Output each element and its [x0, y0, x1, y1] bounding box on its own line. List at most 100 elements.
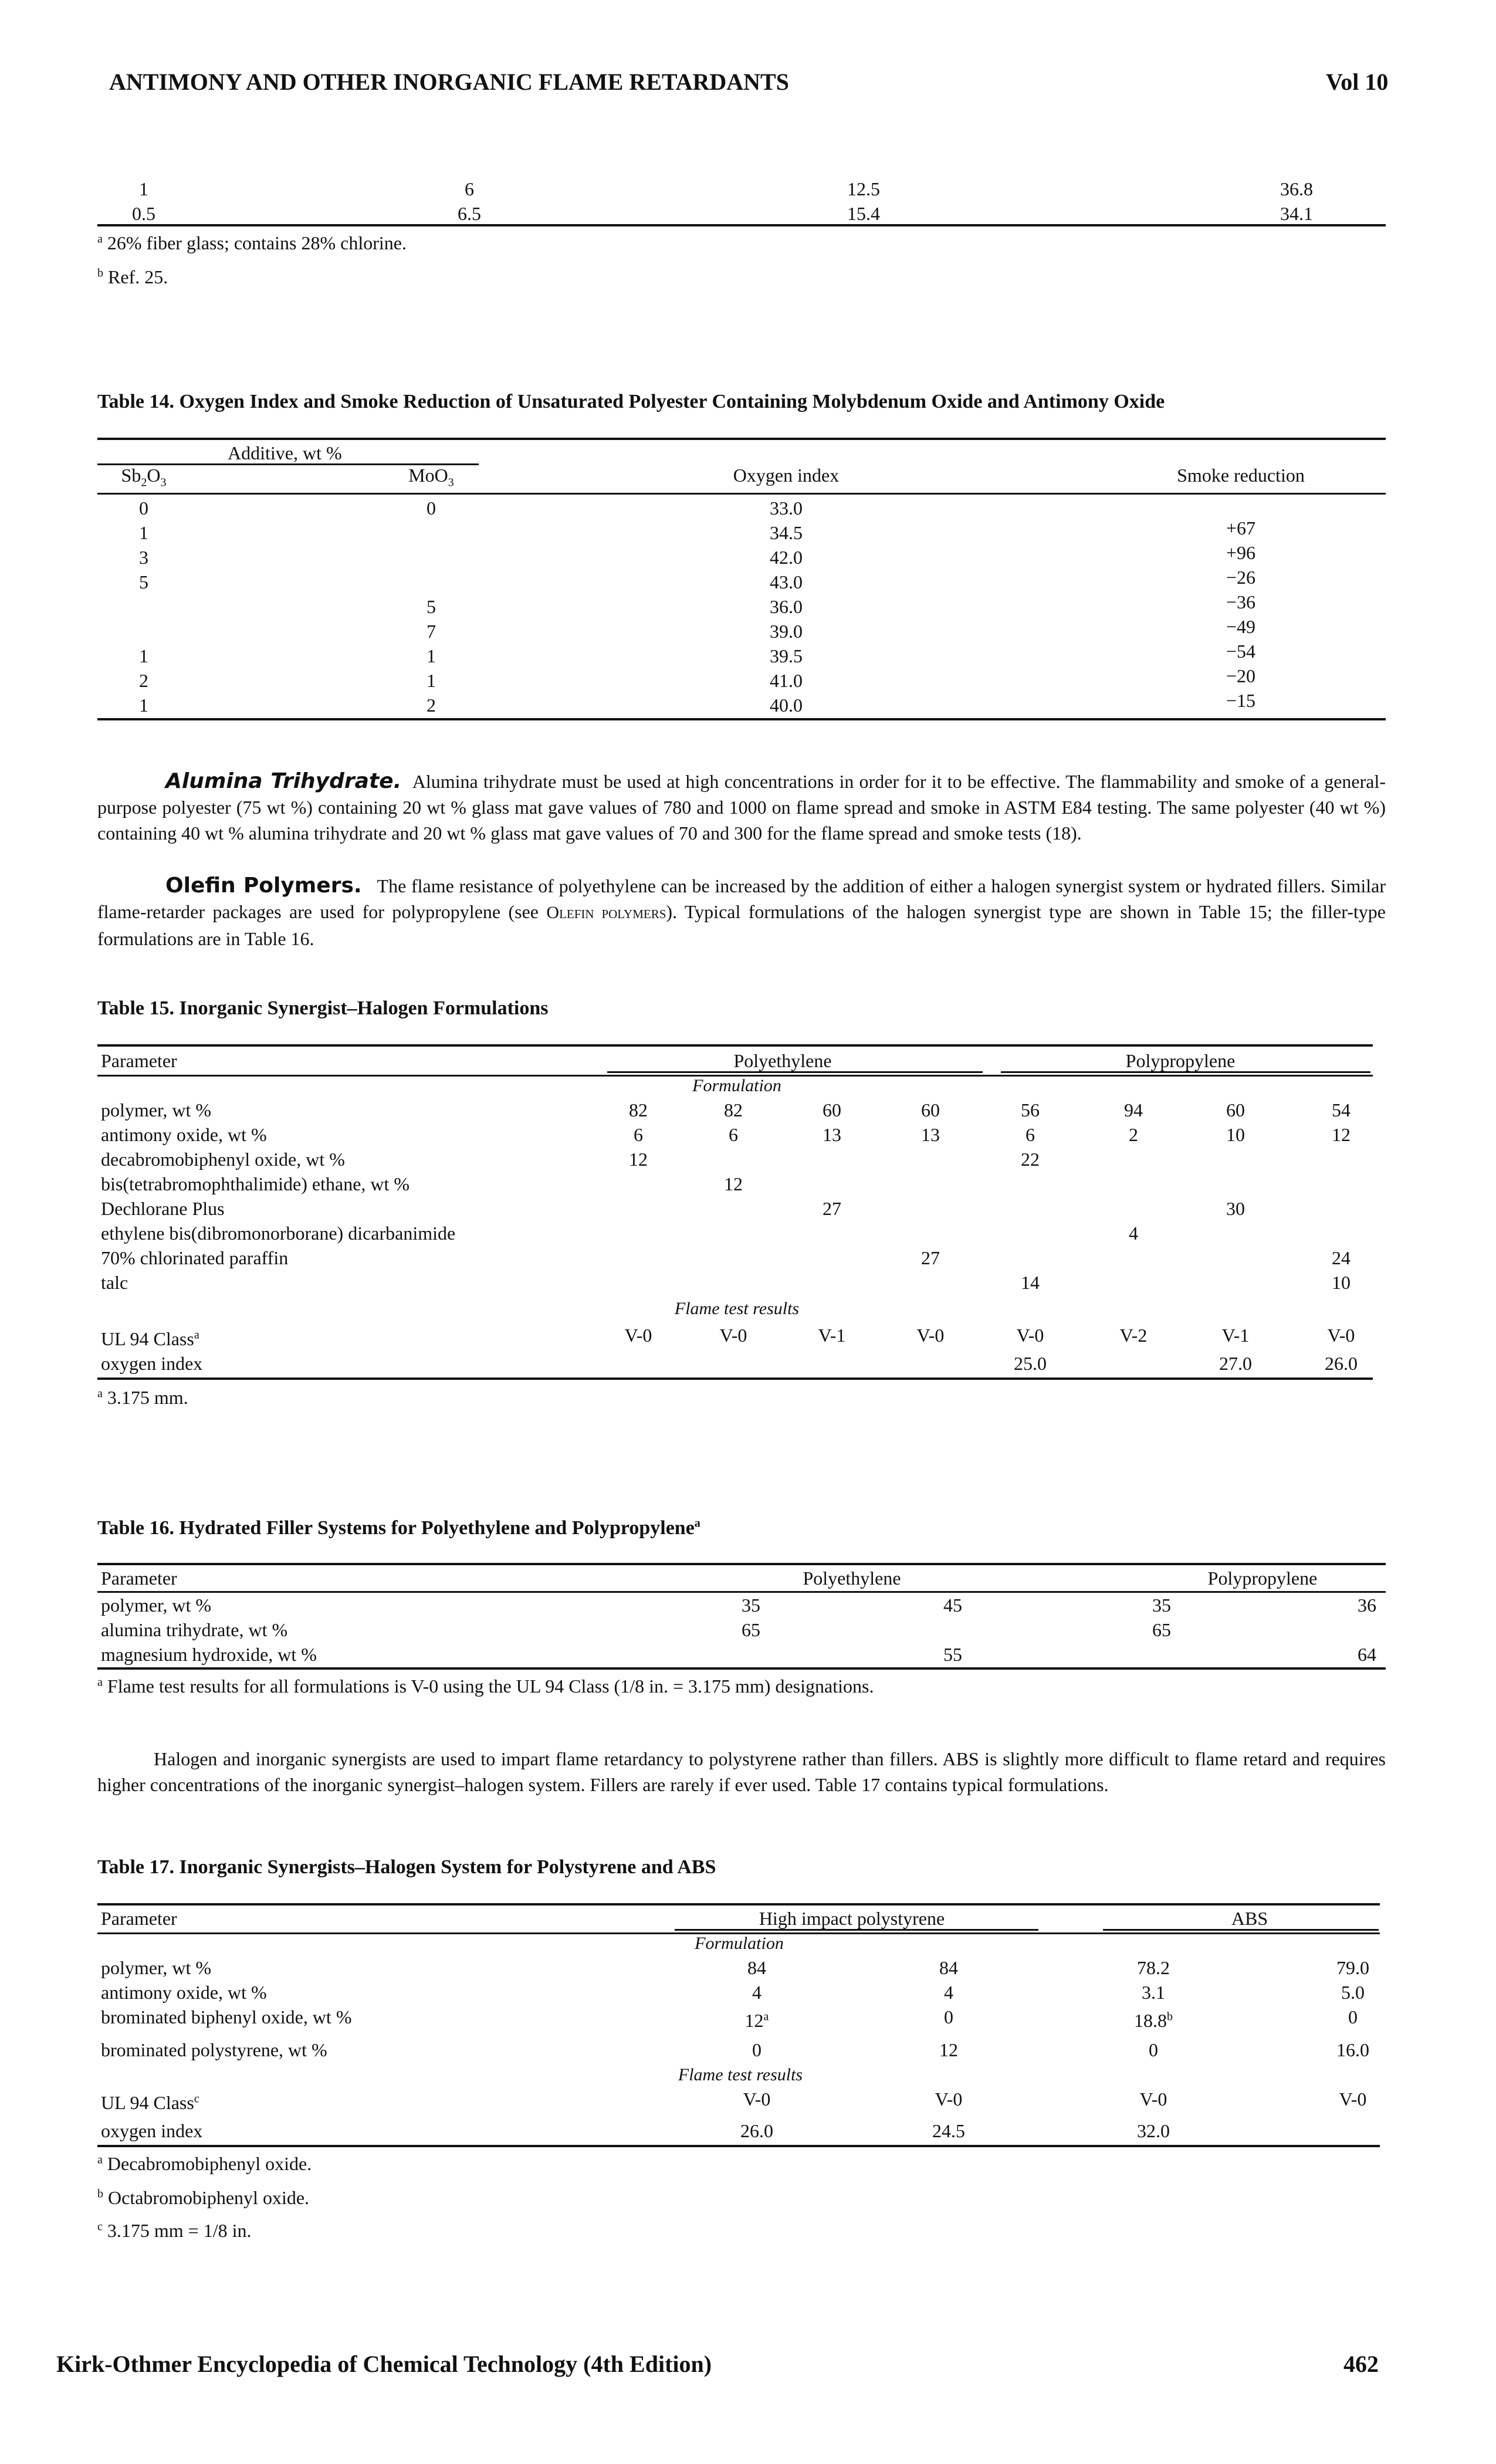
table-cell: −26: [1226, 567, 1256, 588]
table-cell: 65: [742, 1619, 760, 1640]
table-cell: 78.2: [1137, 1957, 1170, 1978]
row-label: oxygen index: [101, 2120, 203, 2141]
table-cell: 0.5: [132, 203, 155, 224]
row-label: antimony oxide, wt %: [101, 1124, 267, 1145]
table-cell: 12.5: [847, 178, 880, 199]
column-header: Parameter: [101, 1050, 177, 1071]
table-cell: 60: [823, 1099, 841, 1121]
table-cell: 5: [427, 596, 436, 617]
table-cell: 24: [1332, 1247, 1351, 1268]
table-cell: 56: [1021, 1099, 1040, 1121]
row-label: UL 94 Classc: [101, 2092, 199, 2113]
table-cell: 64: [1358, 1644, 1376, 1665]
running-header-title: ANTIMONY AND OTHER INORGANIC FLAME RETAR…: [109, 69, 789, 95]
paragraph-alumina-trihydrate: Alumina Trihydrate. Alumina trihydrate m…: [97, 769, 1386, 844]
table-cell: 6: [1025, 1124, 1035, 1145]
table-cell: 27.0: [1219, 1353, 1252, 1374]
row-label: bis(tetrabromophthalimide) ethane, wt %: [101, 1173, 410, 1194]
table-caption: Table 15. Inorganic Synergist–Halogen Fo…: [97, 997, 549, 1019]
group-header-abs: ABS: [1231, 1908, 1268, 1929]
column-header: Smoke reduction: [1177, 465, 1305, 486]
row-label: brominated polystyrene, wt %: [101, 2039, 327, 2060]
table-cell: 0: [427, 497, 436, 519]
table-cell: −15: [1226, 690, 1256, 711]
table-cell: 30: [1226, 1198, 1245, 1219]
table-cell: +96: [1226, 542, 1256, 563]
table-cell: 0: [1149, 2039, 1158, 2060]
table-cell: V-0: [624, 1325, 652, 1346]
table-cell: V-0: [743, 2089, 771, 2110]
table-cell: 55: [943, 1644, 962, 1665]
row-label: antimony oxide, wt %: [101, 1982, 267, 2003]
table-cell: 6: [729, 1124, 738, 1145]
table-cell: V-0: [719, 1325, 747, 1346]
table-rule: [97, 224, 1386, 226]
row-label: UL 94 Classa: [101, 1328, 199, 1349]
table-cell: 34.1: [1280, 203, 1313, 224]
table-cell: 16.0: [1336, 2039, 1369, 2060]
table-cell: 36: [1358, 1595, 1376, 1616]
column-header: Parameter: [101, 1568, 177, 1589]
table-caption: Table 17. Inorganic Synergists–Halogen S…: [97, 1856, 716, 1878]
table-cell: 6.5: [458, 203, 481, 224]
row-label: alumina trihydrate, wt %: [101, 1619, 288, 1640]
row-label: ethylene bis(dibromonorborane) dicarbani…: [101, 1223, 456, 1244]
table-cell: V-0: [1139, 2089, 1167, 2110]
footnote: a Flame test results for all formulation…: [97, 1676, 874, 1697]
table-caption: Table 16. Hydrated Filler Systems for Po…: [97, 1517, 700, 1539]
table-cell: 4: [1129, 1223, 1138, 1244]
table-cell: 82: [629, 1099, 648, 1121]
table-cell: 1: [139, 645, 148, 666]
table-cell: 25.0: [1014, 1353, 1047, 1374]
group-header-polyethylene: Polyethylene: [733, 1050, 832, 1071]
table-cell: 13: [921, 1124, 940, 1145]
table-cell: V-1: [818, 1325, 846, 1346]
table-rule: [97, 1667, 1386, 1670]
row-label: brominated biphenyl oxide, wt %: [101, 2006, 352, 2028]
table-cell: 2: [1129, 1124, 1138, 1145]
table-cell: 15.4: [847, 203, 880, 224]
column-header: Oxygen index: [733, 465, 840, 486]
table-cell: 4: [944, 1982, 953, 2003]
table-cell: 32.0: [1137, 2120, 1170, 2141]
table-rule: [97, 1932, 1380, 1934]
section-subheading: Flame test results: [678, 2065, 803, 2084]
footnote: a 3.175 mm.: [97, 1387, 188, 1408]
table-cell: 42.0: [770, 547, 803, 568]
table-cell: 84: [939, 1957, 958, 1978]
cross-reference-link[interactable]: Olefin polymers: [546, 903, 666, 922]
table-cell: 2: [427, 695, 436, 716]
footnote: a Decabromobiphenyl oxide.: [97, 2153, 312, 2174]
table-cell: 10: [1226, 1124, 1245, 1145]
table-rule: [675, 1929, 1038, 1931]
table-cell: 2: [139, 670, 148, 691]
table-cell: V-0: [916, 1325, 945, 1346]
table-cell: V-2: [1119, 1325, 1148, 1346]
table-cell: 12a: [744, 2010, 769, 2031]
table-cell: 65: [1152, 1619, 1171, 1640]
table-cell: 54: [1332, 1099, 1351, 1121]
table-cell: 10: [1332, 1272, 1351, 1293]
table-cell: V-1: [1221, 1325, 1250, 1346]
table-cell: 3: [139, 547, 148, 568]
section-subheading: Formulation: [695, 1934, 784, 1953]
table-cell: 60: [921, 1099, 940, 1121]
table-rule: [97, 1563, 1386, 1565]
table-cell: 34.5: [770, 522, 803, 543]
table-cell: 35: [742, 1595, 760, 1616]
table-cell: −54: [1226, 641, 1256, 662]
table-cell: 79.0: [1336, 1957, 1369, 1978]
table-cell: 12: [629, 1149, 648, 1170]
row-label: polymer, wt %: [101, 1957, 212, 1978]
table-cell: 36.8: [1280, 178, 1313, 199]
table-cell: 3.1: [1142, 1982, 1165, 2003]
table-rule: [97, 1591, 1386, 1593]
table-cell: 6: [465, 178, 474, 199]
table-cell: 0: [944, 2006, 953, 2028]
table-cell: 60: [1226, 1099, 1245, 1121]
table-cell: 1: [139, 178, 148, 199]
table-cell: 22: [1021, 1149, 1040, 1170]
table-cell: 18.8b: [1134, 2010, 1173, 2031]
table-rule: [97, 438, 1386, 440]
group-header-polypropylene: Polypropylene: [1207, 1568, 1318, 1589]
